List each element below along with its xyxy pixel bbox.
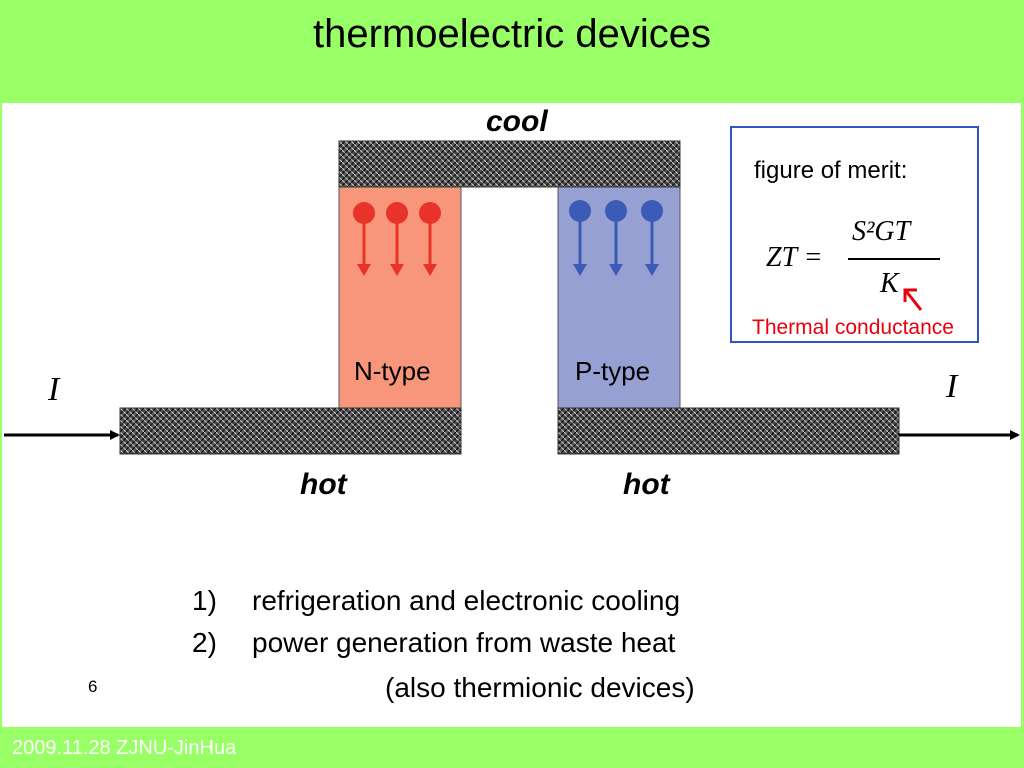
list-number: 1) bbox=[192, 585, 217, 616]
zt-formula: ZT = S²GT K bbox=[766, 214, 946, 304]
bottom-right-conductor bbox=[557, 407, 900, 455]
figure-of-merit-box bbox=[730, 126, 979, 343]
hot-right-label: hot bbox=[623, 468, 670, 501]
formula-numerator: S²GT bbox=[852, 216, 911, 247]
list-text: refrigeration and electronic cooling bbox=[252, 585, 681, 616]
figure-of-merit-label: figure of merit: bbox=[754, 157, 908, 184]
applications-list: 1) refrigeration and electronic cooling 2… bbox=[192, 580, 680, 664]
thermionic-note: (also thermionic devices) bbox=[385, 672, 695, 703]
conductance-pointer-arrow bbox=[903, 288, 923, 311]
p-type-leg bbox=[557, 185, 681, 409]
current-right-label: I bbox=[946, 368, 958, 405]
formula-lhs: ZT = bbox=[766, 242, 823, 273]
p-type-label: P-type bbox=[575, 356, 651, 386]
n-carrier-arrows bbox=[353, 202, 441, 276]
list-number: 2) bbox=[192, 627, 217, 658]
right-border bbox=[1021, 103, 1024, 727]
footer-text: 2009.11.28 ZJNU-JinHua bbox=[12, 737, 237, 759]
n-type-label: N-type bbox=[354, 356, 431, 386]
page-number: 6 bbox=[88, 677, 98, 696]
fraction-bar bbox=[848, 258, 940, 260]
list-item: 2) power generation from waste heat bbox=[192, 622, 680, 664]
list-item: 1) refrigeration and electronic cooling bbox=[192, 580, 680, 622]
current-left-label: I bbox=[48, 371, 60, 408]
thermal-conductance-annotation: Thermal conductance bbox=[752, 316, 954, 339]
left-border bbox=[0, 103, 2, 727]
title-bar: thermoelectric devices bbox=[0, 0, 1024, 103]
top-conductor bbox=[338, 140, 681, 188]
formula-denominator: K bbox=[880, 268, 899, 299]
cool-label: cool bbox=[486, 105, 548, 138]
hot-left-label: hot bbox=[300, 468, 347, 501]
list-text: power generation from waste heat bbox=[252, 627, 676, 658]
slide-title: thermoelectric devices bbox=[313, 12, 711, 56]
footer-bar: 2009.11.28 ZJNU-JinHua bbox=[0, 727, 1024, 768]
p-carrier-arrows bbox=[569, 200, 663, 276]
bottom-left-conductor bbox=[119, 407, 462, 455]
